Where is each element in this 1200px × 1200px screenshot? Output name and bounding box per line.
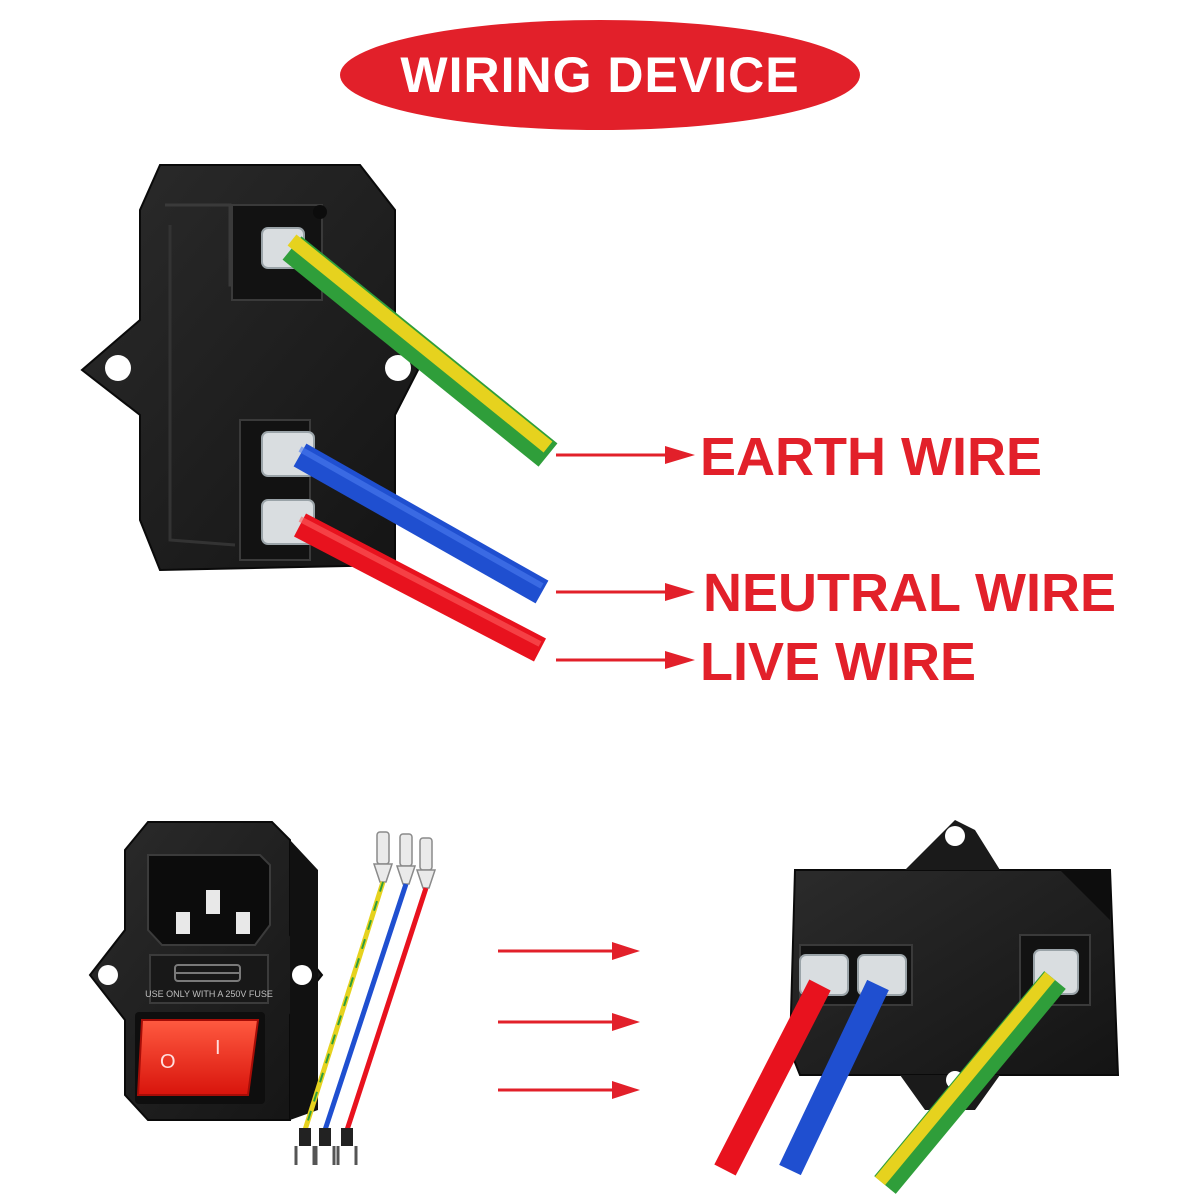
title-banner: WIRING DEVICE: [340, 20, 860, 130]
spade-connector: [372, 831, 437, 889]
mounting-hole: [105, 355, 131, 381]
switch-off-mark: O: [160, 1051, 176, 1073]
mounting-hole: [292, 965, 312, 985]
middle-arrows: [498, 942, 640, 1099]
fork-terminal: [299, 1128, 353, 1146]
socket-front: USE ONLY WITH A 250V FUSE O I: [88, 821, 324, 1121]
loose-live-wire: [344, 887, 429, 1131]
iec-inlet: [147, 854, 271, 946]
page-title: WIRING DEVICE: [400, 47, 800, 103]
rocker-switch: O I: [135, 1012, 265, 1104]
loose-wires: [294, 831, 437, 1165]
mounting-hole: [945, 826, 965, 846]
fuse-drawer: USE ONLY WITH A 250V FUSE: [145, 954, 273, 1004]
wired-live-wire: [714, 979, 831, 1176]
mounting-hole: [98, 965, 118, 985]
label-earth-wire: EARTH WIRE: [700, 427, 1042, 487]
neutral-wire: [261, 431, 549, 604]
inlet-pin: [236, 912, 250, 934]
switch-on-mark: I: [215, 1037, 221, 1059]
live-wire: [261, 499, 547, 662]
socket-housing-back: [80, 164, 420, 572]
wired-neutral-wire: [779, 979, 889, 1176]
earth-wire: [261, 227, 558, 467]
label-arrows: [556, 446, 695, 669]
mounting-hole: [385, 355, 411, 381]
inlet-pin: [206, 890, 220, 914]
loose-neutral-wire: [322, 883, 409, 1131]
fuse-rating-text: USE ONLY WITH A 250V FUSE: [145, 989, 273, 999]
label-neutral-wire: NEUTRAL WIRE: [703, 563, 1116, 623]
label-live-wire: LIVE WIRE: [700, 632, 977, 692]
inlet-pin: [176, 912, 190, 934]
wired-earth-wire: [874, 971, 1066, 1194]
